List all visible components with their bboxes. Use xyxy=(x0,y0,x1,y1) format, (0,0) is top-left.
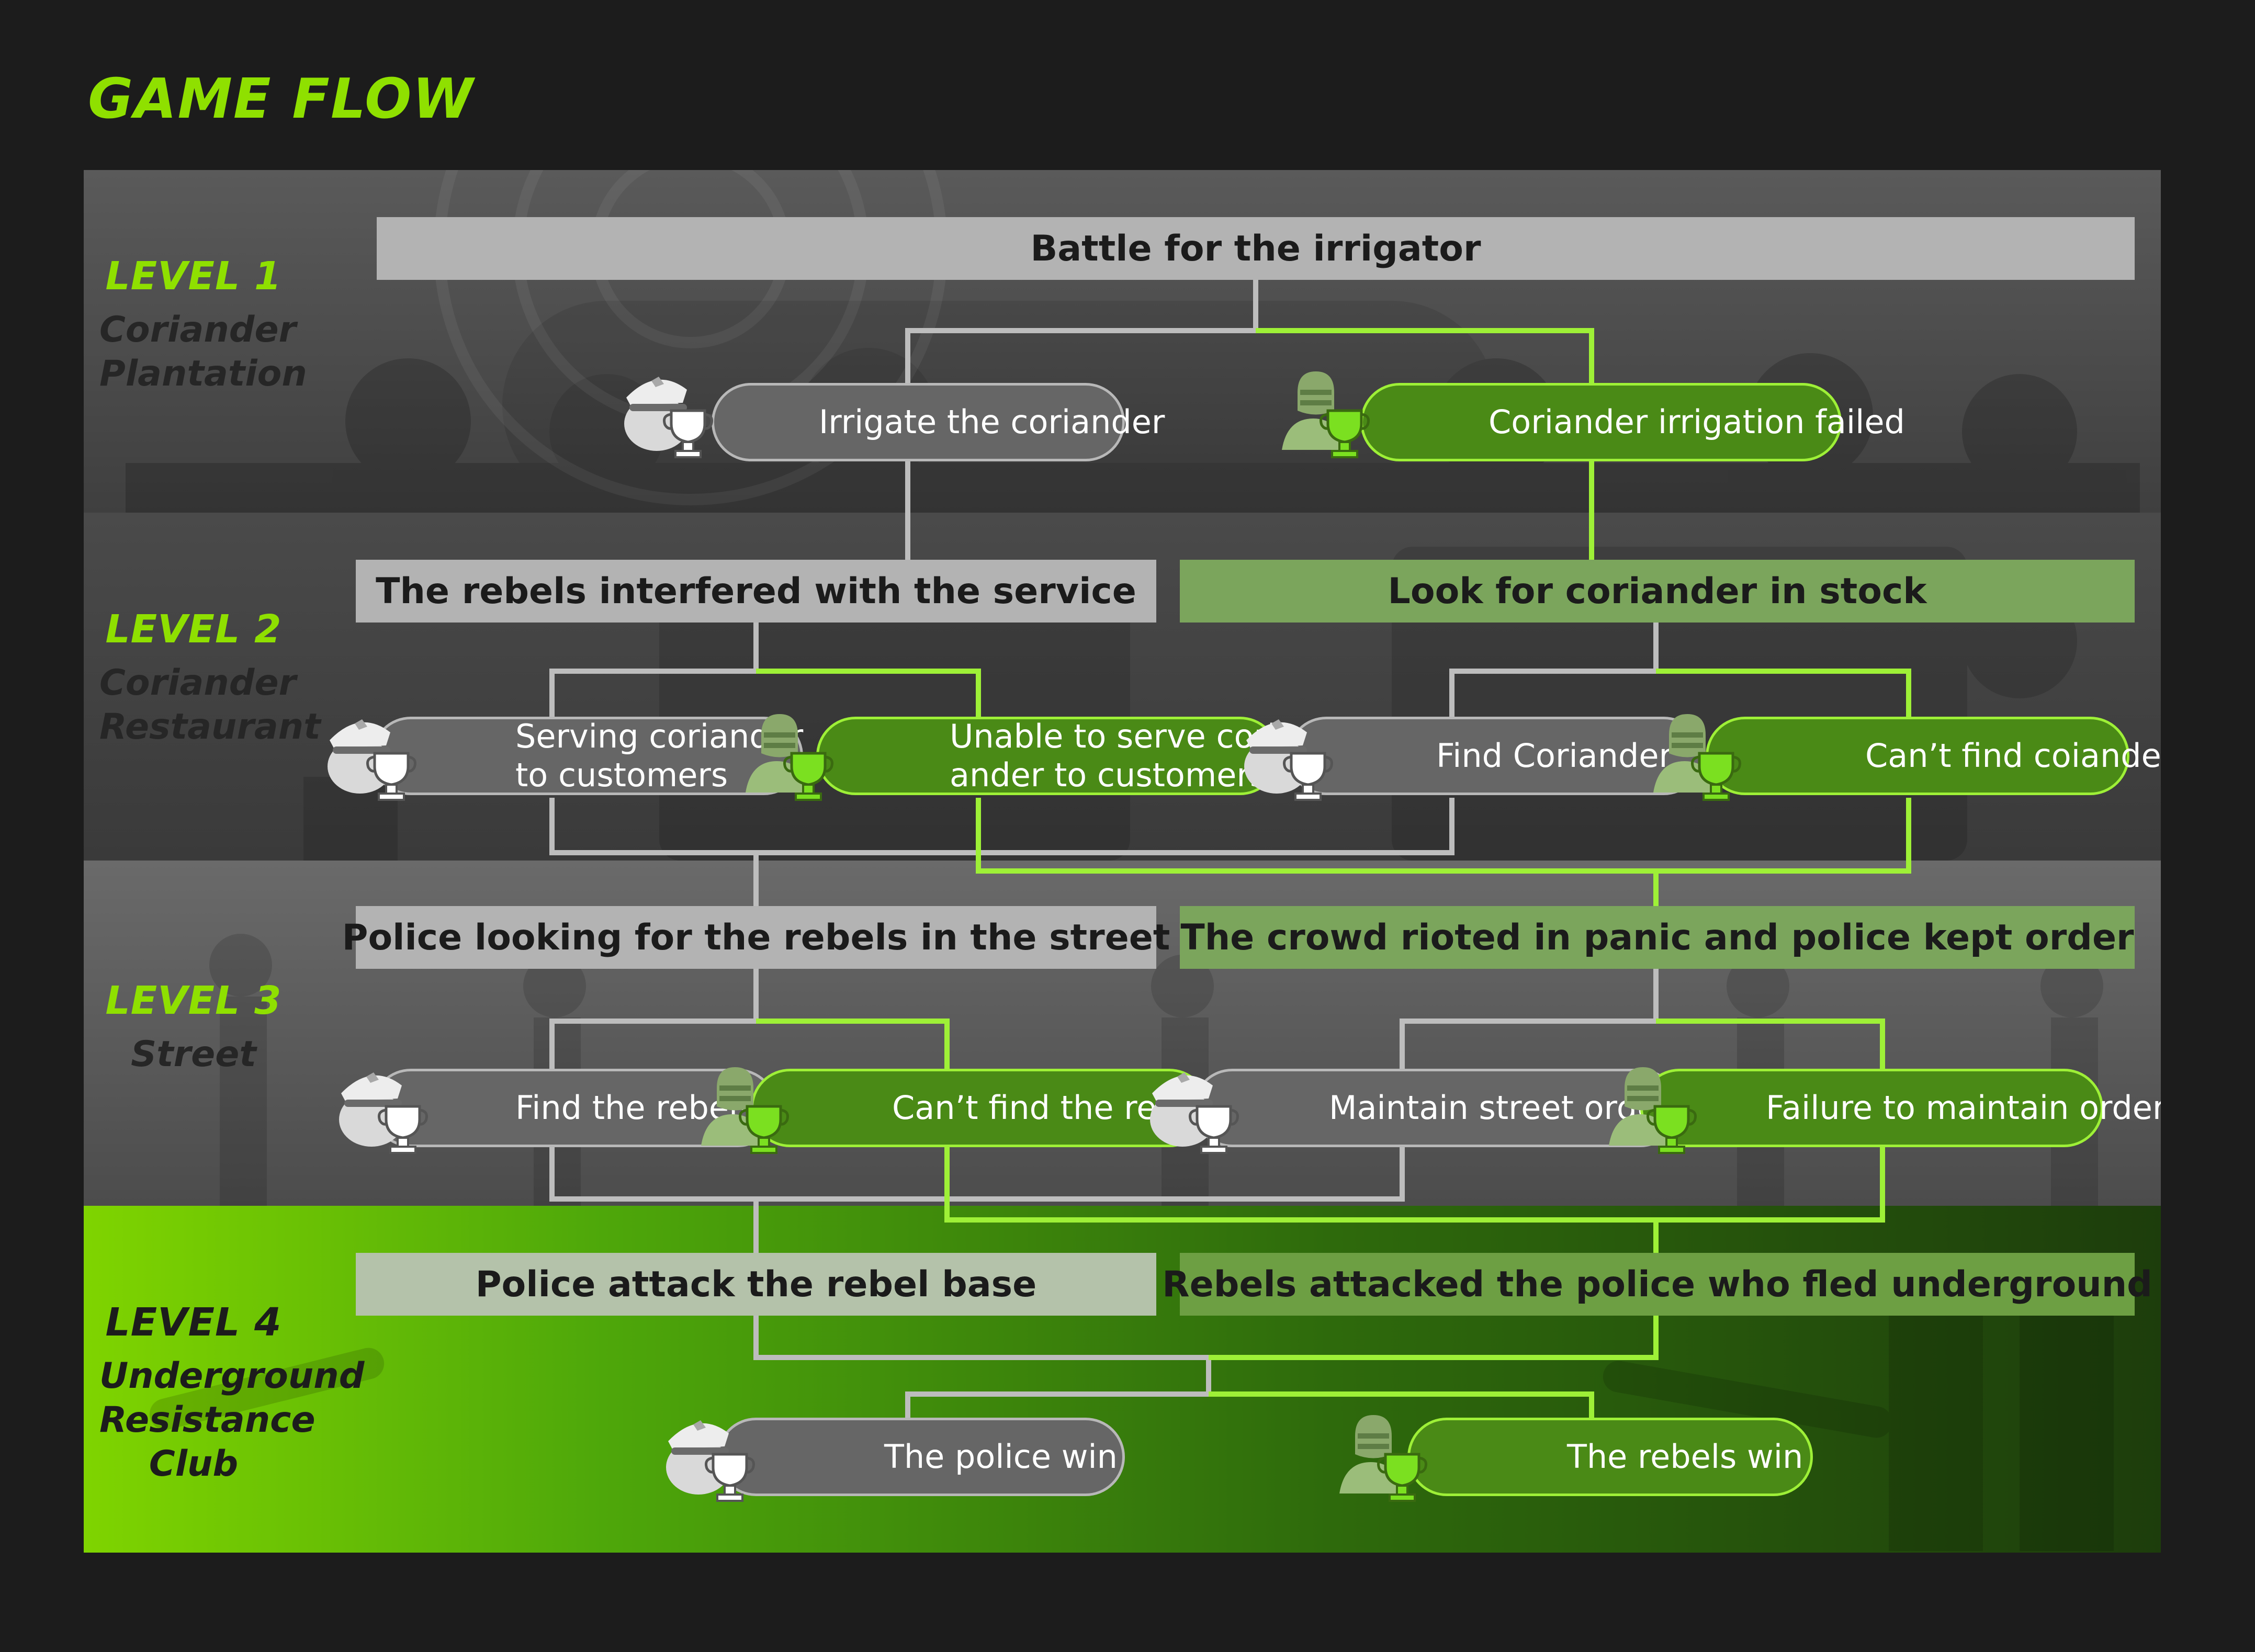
outcome-label: Find Coriander xyxy=(1436,737,1672,775)
game-flow-board: LEVEL 1 Coriander Plantation LEVEL 2 Cor… xyxy=(84,170,2161,1553)
outcome-label: Unable to serve cori- xyxy=(950,717,1288,755)
outcome-label: to customers xyxy=(515,756,728,794)
outcome-rebels-win: The rebels win xyxy=(1407,1418,1813,1496)
rebel-trophy-icon xyxy=(740,704,840,805)
level-2-label: LEVEL 2 Coriander Restaurant xyxy=(99,607,321,749)
banner-level-4-rebel: Rebels attacked the police who fled unde… xyxy=(1162,1253,2152,1316)
outcome-maintain-order: Maintain street order xyxy=(1193,1069,1679,1147)
banner-level-4-police: Police attack the rebel base xyxy=(356,1253,1156,1316)
level-name-line: Street xyxy=(131,1034,256,1075)
level-name: Street xyxy=(99,1033,288,1077)
level-number: LEVEL 3 xyxy=(105,978,282,1023)
outcome-unable-to-serve: Unable to serve cori-ander to customers xyxy=(816,717,1288,795)
level-4-label: LEVEL 4 Underground Resistance Club xyxy=(99,1300,365,1486)
outcome-label: Can’t find coiander xyxy=(1865,737,2161,775)
outcome-label: Irrigate the coriander xyxy=(819,403,1165,441)
rebel-trophy-icon xyxy=(1334,1405,1434,1506)
rebel-trophy-icon xyxy=(1604,1057,1703,1158)
police-trophy-icon xyxy=(323,704,423,805)
outcome-cant-find-rebels: Can’t find the rebels xyxy=(751,1069,1223,1147)
rebel-trophy-icon xyxy=(696,1057,795,1158)
police-trophy-icon xyxy=(335,1057,434,1158)
level-number: LEVEL 1 xyxy=(105,254,282,299)
level-name-line: Club xyxy=(149,1443,239,1485)
banner-level-2-police: The rebels interfered with the service xyxy=(356,560,1156,623)
police-trophy-icon xyxy=(1240,704,1339,805)
outcome-failure-maintain-order: Failure to maintain order xyxy=(1640,1069,2161,1147)
rebel-trophy-icon xyxy=(1648,704,1747,805)
outcome-label: Maintain street order xyxy=(1329,1089,1671,1127)
level-name-line: Coriander xyxy=(99,309,297,350)
outcome-find-coriander: Find Coriander xyxy=(1287,717,1703,795)
level-name: Coriander Plantation xyxy=(99,308,307,396)
outcome-label: Serving coriander xyxy=(515,717,804,755)
banner-level-3-rebel: The crowd rioted in panic and police kep… xyxy=(1180,906,2135,969)
police-trophy-icon xyxy=(620,361,719,462)
page-title: GAME FLOW xyxy=(88,67,475,131)
banner-level-1: Battle for the irrigator xyxy=(377,217,2135,280)
level-number: LEVEL 4 xyxy=(105,1300,282,1345)
banner-level-3-police: Police looking for the rebels in the str… xyxy=(342,906,1170,969)
level-3-label: LEVEL 3 Street xyxy=(99,978,288,1077)
outcome-label: ander to customers xyxy=(950,756,1267,794)
outcome-irrigation-failed: Coriander irrigation failed xyxy=(1360,383,1905,461)
outcome-police-win: The police win xyxy=(717,1418,1125,1496)
outcome-label: The rebels win xyxy=(1567,1438,1803,1476)
level-1-label: LEVEL 1 Coriander Plantation xyxy=(99,254,307,396)
level-name-line: Coriander xyxy=(99,662,297,704)
banner-level-2-rebel: Look for coriander in stock xyxy=(1180,560,2135,623)
level-name-line: Underground xyxy=(99,1355,365,1397)
police-trophy-icon xyxy=(662,1405,761,1506)
outcome-label: Failure to maintain order xyxy=(1766,1089,2161,1127)
outcome-irrigate-coriander: Irrigate the coriander xyxy=(712,383,1165,461)
level-name-line: Plantation xyxy=(99,353,307,394)
police-trophy-icon xyxy=(1146,1057,1245,1158)
outcome-cant-find-coriander: Can’t find coiander xyxy=(1706,717,2161,795)
level-number: LEVEL 2 xyxy=(105,607,282,652)
rebel-trophy-icon xyxy=(1277,361,1376,462)
level-name: Coriander Restaurant xyxy=(99,661,321,749)
background-silhouettes xyxy=(126,170,2140,1551)
outcome-label: Coriander irrigation failed xyxy=(1489,403,1905,441)
outcome-label: The police win xyxy=(884,1438,1118,1476)
level-name-line: Resistance xyxy=(99,1399,315,1441)
level-name-line: Restaurant xyxy=(99,706,321,748)
level-name: Underground Resistance Club xyxy=(99,1354,365,1486)
